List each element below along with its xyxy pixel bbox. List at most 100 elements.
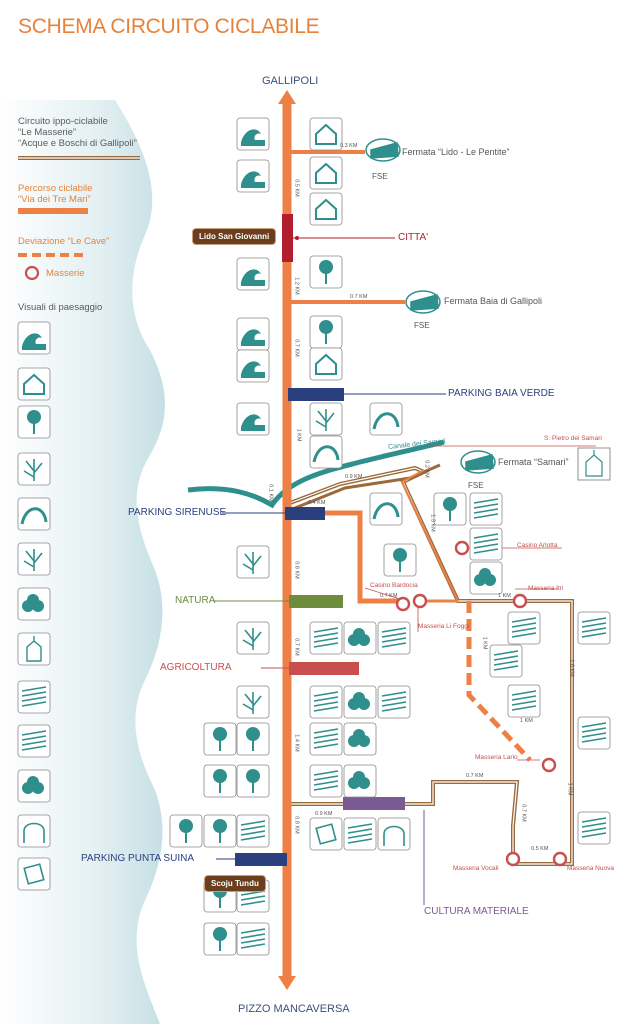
bush-icon [343,685,377,719]
masseria-li-foggi-label: Masseria Li Foggi [418,623,470,630]
landscape-icons [17,117,611,956]
reed-icon [236,685,270,719]
parking-sirenuse-label: PARKING SIRENUSE [128,507,227,518]
legend-ippo-line2: “Le Masserie” [18,127,77,138]
bush-icon [17,769,51,803]
arc-icon [17,497,51,531]
distance-label: 0.7 KM [293,638,300,656]
distance-label: 1 KM [566,782,573,796]
distance-label: 1 KM [520,718,533,724]
casino-bardocia-label: Casino Bardocia [370,582,418,589]
legend-ippo: Circuito ippo-ciclabile “Le Masserie” “A… [18,116,158,149]
sirenuse-bar [285,507,325,520]
pizzo-mancaversa-label: PIZZO MANCAVERSA [238,1003,350,1015]
legend-ippo-line1: Circuito ippo-ciclabile [18,116,108,127]
distance-label: 1 KM [295,428,302,442]
field-icon [17,724,51,758]
citta-label: CITTA' [398,232,429,243]
punta-suina-bar [235,853,287,866]
field-icon [577,611,611,645]
legend-ippo-line3: “Acque e Boschi di Gallipoli” [18,138,137,149]
tree-icon [203,922,237,956]
reed-icon [236,545,270,579]
house-icon [309,117,343,151]
legend-masserie: Masserie [46,268,85,279]
parking-baia-verde-label: PARKING BAIA VERDE [448,388,555,399]
distance-label: 1.2 KM [293,277,300,295]
wave-icon [236,402,270,436]
legend-cicl-line2: “Via dei Tre Mari” [18,194,91,205]
field-icon [489,644,523,678]
distance-label: 0.8 KM [293,561,300,579]
tree-icon [169,814,203,848]
field-icon [377,621,411,655]
bush-icon [343,621,377,655]
canale-samari-line [187,439,445,509]
distance-label: 0.7 KM [380,593,398,599]
distance-label: 0.8 KM [293,816,300,834]
lido-san-giovanni-tag: Lido San Giovanni [192,228,277,245]
distance-label: 1 KM [481,636,488,650]
distance-label: 0.7 KM [350,294,368,300]
natura-label: NATURA [175,595,216,606]
block-icon [17,857,51,891]
field-icon [309,722,343,756]
citta-bar [282,214,293,262]
field-icon [377,685,411,719]
north-arrow [278,90,296,104]
house-icon [309,192,343,226]
tree-icon [309,255,343,289]
fse-label-3: FSE [468,481,484,490]
ippo-circuit [289,463,574,866]
field-icon [469,492,503,526]
wave-icon [236,159,270,193]
wave-icon [236,349,270,383]
legend-ciclabile: Percorso ciclabile “Via dei Tre Mari” [18,183,158,205]
field-icon [236,922,270,956]
field-icon [309,685,343,719]
field-icon [17,680,51,714]
house-icon [309,347,343,381]
station-samari: Fermata “Samari” [498,457,569,467]
distance-label: 1 KM [498,593,511,599]
casino-arlotta-label: Casino Arlotta [517,542,558,549]
cultura-bar [343,797,405,810]
distance-label: 0.9 KM [315,811,333,817]
masseria-vocali-label: Masseria Vocali [453,865,499,872]
tree-icon [309,315,343,349]
fse-label-2: FSE [414,321,430,330]
arc-icon [369,402,403,436]
train-icon [365,138,496,474]
block-icon [309,817,343,851]
field-icon [507,684,541,718]
arc-icon [309,435,343,469]
cultura-materiale-label: CULTURA MATERIALE [424,906,529,917]
field-icon [309,621,343,655]
reed-icon [17,542,51,576]
distance-label: 0.2 KM [423,460,430,478]
reed-icon [17,452,51,486]
distance-label: 1.4 KM [293,734,300,752]
hut-icon [17,814,51,848]
fse-label-1: FSE [372,172,388,181]
legend-samples [18,156,140,281]
reed-icon [236,621,270,655]
scoju-tundu-tag: Scoju Tundu [204,875,266,892]
wave-icon [236,117,270,151]
south-arrow [278,976,296,990]
agricoltura-label: AGRICOLTURA [160,662,232,673]
station-lido-pentite: Fermata “Lido - Le Pentite” [402,147,510,157]
tree-icon [203,764,237,798]
distance-label: 0.7 KM [293,339,300,357]
station-baia-gallipoli: Fermata Baia di Gallipoli [444,296,543,306]
tree-icon [236,764,270,798]
distance-label: 0.1 KM [267,484,274,502]
distance-label: 1.6 KM [568,659,575,677]
tree-icon [383,543,417,577]
masseria-lario-label: Masseria Lario [475,754,518,761]
tree-icon [236,722,270,756]
field-icon [469,527,503,561]
baia-verde-bar [288,388,344,401]
